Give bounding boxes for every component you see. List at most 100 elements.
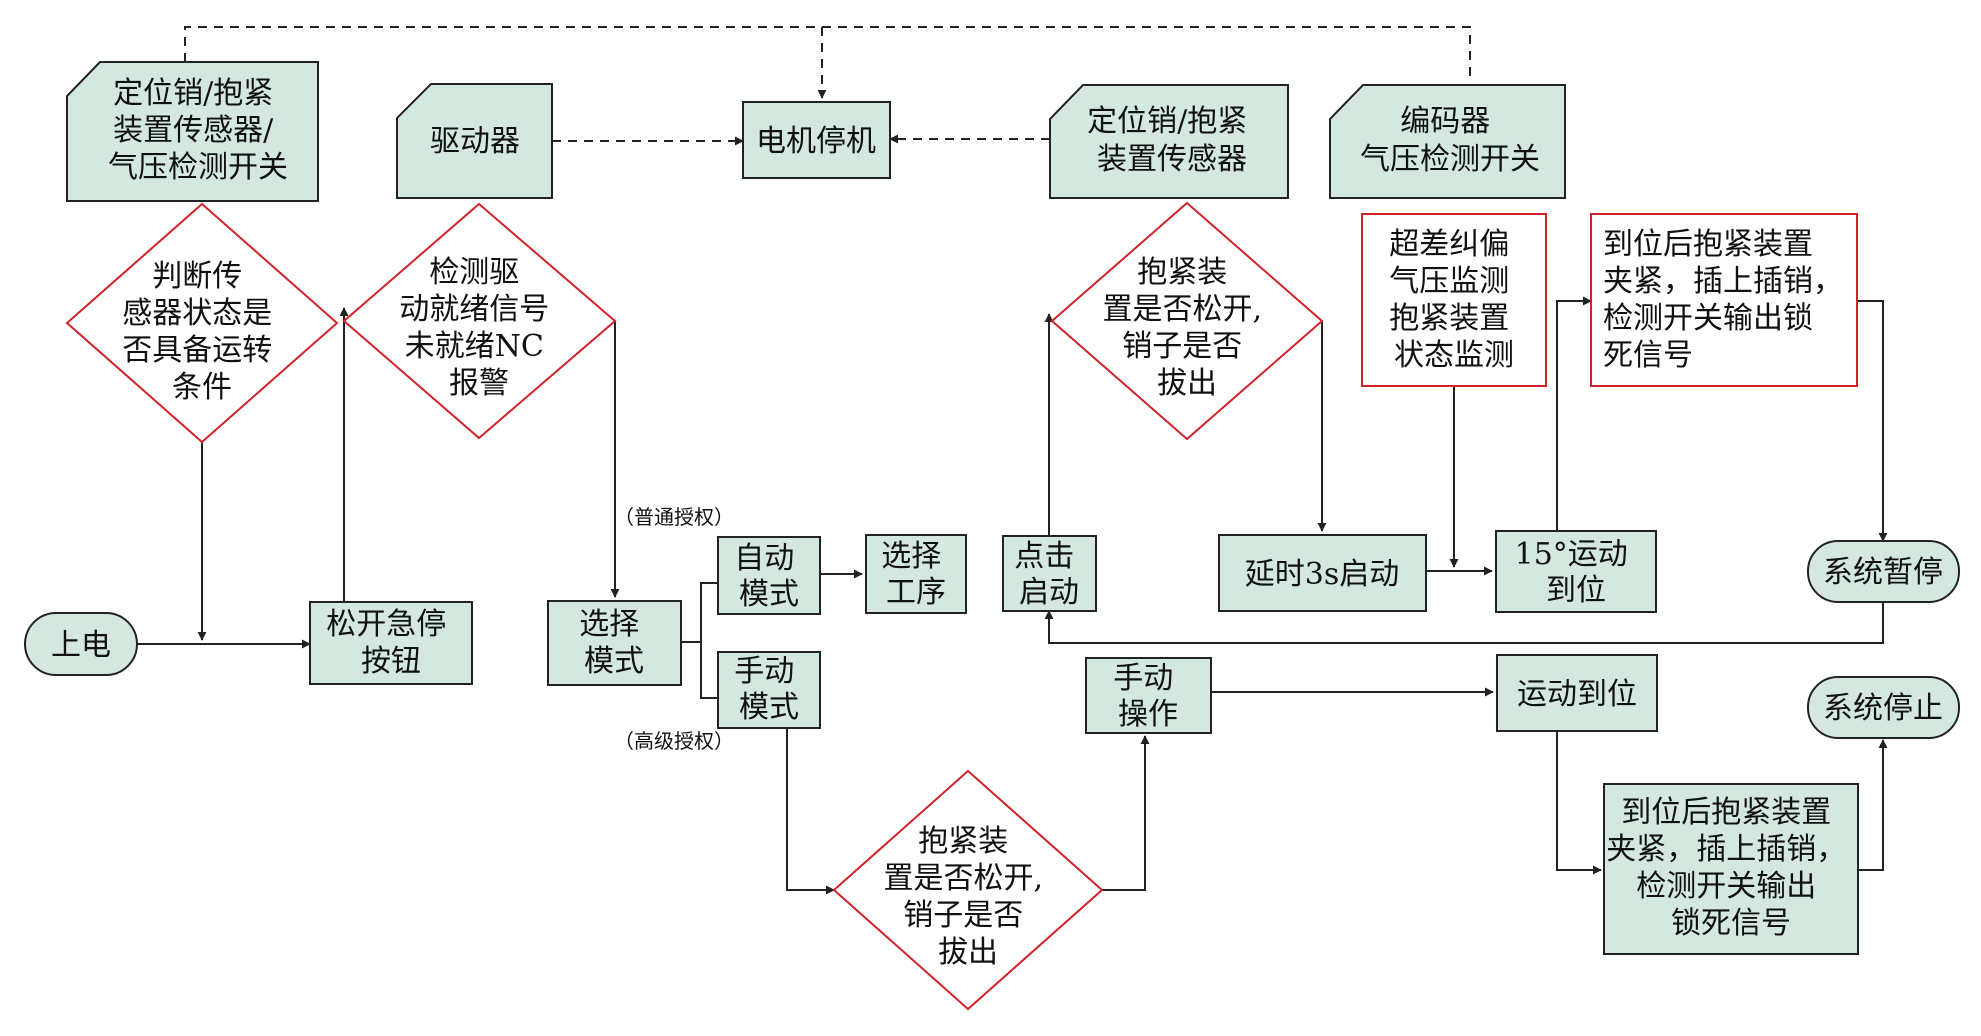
svg-text:到位后抱紧装置 夹紧，插上插销， 检: 到位后抱紧装置 夹紧，插上插销， 检测开关输出锁 死信号	[1603, 227, 1853, 373]
encoder-box: 编码器 气压检测开关	[1329, 84, 1566, 199]
select-mode-line-1: 选择	[579, 607, 639, 642]
system-pause-label: 系统暂停	[1823, 555, 1943, 590]
check-clamp-top-diamond: 抱紧装 置是否松开, 销子是否 拔出	[1050, 201, 1324, 441]
lock-bottom-line-1: 到位后抱紧装置	[1621, 795, 1831, 830]
check-clamp-top-line-3: 销子是否	[1122, 329, 1242, 364]
arrow-lock-top-to-pause	[1857, 300, 1888, 542]
sensor-left-line-1: 定位销/抱紧	[113, 76, 273, 111]
sensor-left-line-2: 装置传感器/	[113, 113, 274, 148]
svg-text:编码器 气压检测开关: 编码器 气压检测开关	[1360, 104, 1540, 177]
move-done-box: 运动到位	[1496, 654, 1658, 732]
svg-text:定位销/抱紧 装置传感器/ 气压检测: 定位销/抱紧 装置传感器/ 气压检测开关	[108, 76, 288, 185]
system-pause-terminal: 系统暂停	[1807, 540, 1960, 603]
dash-sensor-left-to-motor	[184, 26, 1471, 80]
sensor-mid-box: 定位销/抱紧 装置传感器	[1049, 84, 1289, 199]
power-on-terminal: 上电	[24, 612, 138, 676]
check-driver-line-2: 动就绪信号	[399, 292, 549, 327]
select-process-line-1: 选择	[881, 539, 941, 574]
move-done-label: 运动到位	[1517, 677, 1637, 712]
monitor-line-3: 抱紧装置	[1389, 301, 1509, 336]
normal-auth-label: （普通授权）	[614, 505, 734, 529]
check-clamp-top-line-2: 置是否松开,	[1102, 292, 1262, 327]
check-sensor-line-2: 感器状态是	[122, 296, 272, 331]
monitor-line-1: 超差纠偏	[1389, 227, 1509, 262]
motor-stop-label: 电机停机	[756, 124, 876, 159]
driver-label: 驱动器	[430, 124, 520, 159]
svg-text:超差纠偏 气压监测 抱紧装置: 超差纠偏 气压监测 抱紧装置 状态监测	[1389, 227, 1519, 373]
arrow-move-done-to-lock	[1556, 731, 1602, 875]
check-driver-line-3: 未就绪NC	[405, 329, 544, 364]
lock-top-line-3: 检测开关输出锁	[1603, 301, 1813, 336]
monitor-box: 超差纠偏 气压监测 抱紧装置 状态监测	[1361, 213, 1547, 387]
select-process-box: 选择 工序	[865, 534, 967, 614]
lock-top-line-1: 到位后抱紧装置	[1603, 227, 1813, 262]
system-stop-label: 系统停止	[1823, 691, 1943, 726]
sensor-mid-line-2: 装置传感器	[1097, 142, 1247, 177]
manual-op-box: 手动 操作	[1085, 657, 1212, 734]
check-clamp-top-line-4: 拔出	[1157, 366, 1217, 401]
lock-top-box: 到位后抱紧装置 夹紧，插上插销， 检测开关输出锁 死信号	[1590, 213, 1858, 387]
lock-bottom-line-4: 锁死信号	[1671, 906, 1791, 941]
auto-mode-line-1: 自动	[734, 541, 794, 576]
release-estop-line-1: 松开急停	[326, 607, 446, 642]
sensor-left-line-3: 气压检测开关	[108, 150, 288, 185]
auto-mode-line-2: 模式	[739, 577, 799, 612]
select-process-line-2: 工序	[886, 575, 946, 610]
auto-mode-box: 自动 模式	[717, 536, 821, 615]
arrow-move15-to-lock-top	[1556, 296, 1592, 531]
monitor-line-2: 气压监测	[1389, 264, 1509, 299]
lock-bottom-line-3: 检测开关输出	[1636, 869, 1816, 904]
svg-text:抱紧装 置是否松开, 销子是否: 抱紧装 置是否松开, 销子是否 拔出	[883, 824, 1052, 970]
check-sensor-diamond: 判断传 感器状态是 否具备运转 条件	[65, 202, 339, 444]
check-driver-line-1: 检测驱	[429, 255, 519, 290]
delay-start-label: 延时3s启动	[1245, 557, 1399, 592]
driver-box: 驱动器	[396, 83, 553, 199]
svg-text:选择 模式: 选择 模式	[579, 607, 649, 679]
lock-top-line-2: 夹紧，插上插销，	[1603, 264, 1843, 299]
encoder-line-2: 气压检测开关	[1360, 142, 1540, 177]
check-clamp-bottom-line-1: 抱紧装	[918, 824, 1008, 859]
check-clamp-bottom-line-2: 置是否松开,	[883, 861, 1043, 896]
check-clamp-bottom-line-4: 拔出	[938, 935, 998, 970]
manual-mode-line-2: 模式	[739, 690, 799, 725]
svg-text:松开急停 按钮: 松开急停 按钮	[326, 607, 456, 679]
move-15-box: 15°运动 到位	[1495, 530, 1657, 613]
line-mode-split	[681, 582, 718, 699]
check-driver-line-4: 报警	[449, 366, 509, 401]
check-clamp-top-line-1: 抱紧装	[1137, 255, 1227, 290]
check-clamp-bottom-line-3: 销子是否	[903, 898, 1023, 933]
svg-text:检测驱 动就绪信号 未就绪NC: 检测驱 动就绪信号 未就绪NC 报警	[399, 255, 559, 401]
svg-text:定位销/抱紧 装置传感器: 定位销/抱紧 装置传感器	[1087, 104, 1257, 177]
svg-text:手动 操作: 手动 操作	[1113, 661, 1183, 732]
manual-mode-box: 手动 模式	[717, 651, 821, 729]
check-sensor-line-1: 判断传	[152, 259, 242, 294]
encoder-line-1: 编码器	[1400, 104, 1490, 139]
svg-text:抱紧装 置是否松开, 销子是否: 抱紧装 置是否松开, 销子是否 拔出	[1102, 255, 1271, 401]
system-stop-terminal: 系统停止	[1807, 676, 1960, 739]
power-on-label: 上电	[51, 628, 111, 663]
manual-mode-line-1: 手动	[734, 654, 794, 689]
svg-text:自动 模式: 自动 模式	[734, 541, 804, 612]
sensor-left-box: 定位销/抱紧 装置传感器/ 气压检测开关	[66, 61, 319, 202]
release-estop-line-2: 按钮	[361, 644, 421, 679]
arrow-check-clamp-to-manual-op	[1102, 735, 1150, 891]
lock-bottom-line-2: 夹紧，插上插销，	[1606, 832, 1846, 867]
select-mode-box: 选择 模式	[547, 600, 682, 686]
arrow-lock-to-system-stop	[1858, 739, 1888, 871]
manual-op-line-2: 操作	[1118, 697, 1178, 732]
delay-start-box: 延时3s启动	[1218, 534, 1427, 612]
lock-top-line-4: 死信号	[1603, 338, 1693, 373]
monitor-line-4: 状态监测	[1394, 338, 1514, 373]
move-15-line-2: 到位	[1546, 573, 1606, 608]
move-15-line-1: 15°运动	[1515, 537, 1628, 572]
jog-start-line-2: 启动	[1019, 575, 1079, 610]
arrow-pause-to-jog	[1044, 602, 1884, 644]
motor-stop-box: 电机停机	[742, 101, 891, 179]
svg-text:到位后抱紧装置 夹紧，插上插销， 检: 到位后抱紧装置 夹紧，插上插销， 检测开关输出 锁死信号	[1606, 795, 1856, 941]
jog-start-box: 点击 启动	[1002, 535, 1097, 612]
arrow-manual-to-check-clamp	[786, 728, 835, 895]
svg-text:点击 启动: 点击 启动	[1014, 539, 1084, 610]
select-mode-line-2: 模式	[584, 644, 644, 679]
svg-text:15°运动 到位: 15°运动 到位	[1515, 537, 1638, 608]
